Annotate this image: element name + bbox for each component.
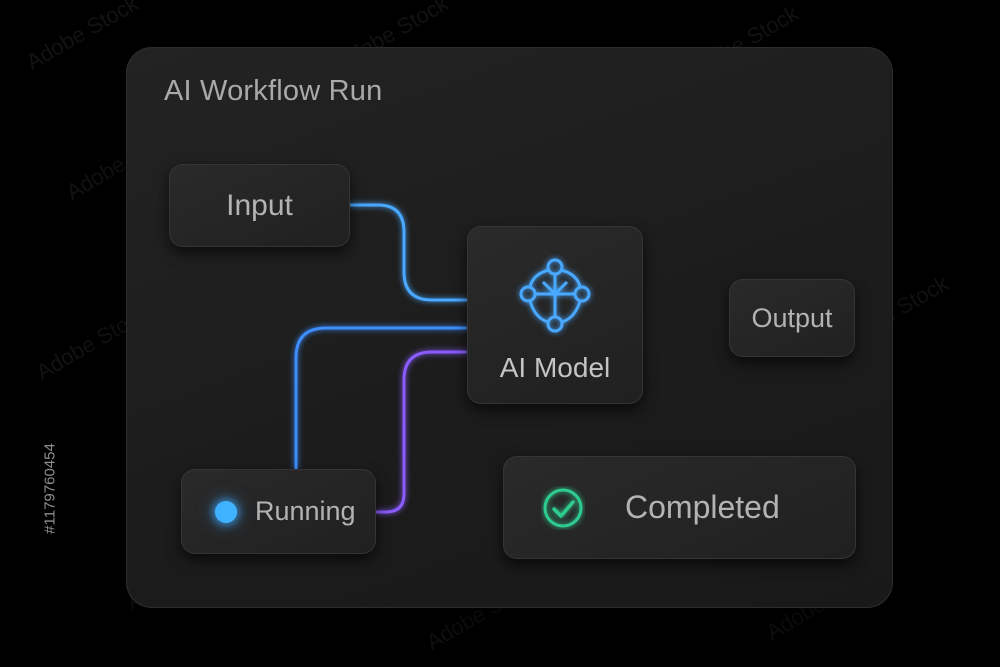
output-node-label: Output xyxy=(751,302,833,333)
output-node[interactable]: Output xyxy=(729,279,855,357)
completed-label: Completed xyxy=(625,489,780,525)
completed-status-node[interactable]: Completed xyxy=(503,456,856,559)
ai-model-label: AI Model xyxy=(499,352,611,383)
running-status-node[interactable]: Running xyxy=(181,469,376,554)
running-label: Running xyxy=(255,496,356,526)
watermark: Adobe Stock xyxy=(21,0,143,75)
watermark-id: #1179760454 xyxy=(41,443,59,534)
input-node-label: Input xyxy=(226,188,293,222)
panel-title: AI Workflow Run xyxy=(164,75,383,107)
ai-model-node[interactable]: AI Model xyxy=(467,226,643,404)
neural-network-icon xyxy=(519,258,591,333)
input-node[interactable]: Input xyxy=(169,164,350,247)
check-circle-icon xyxy=(543,488,583,527)
status-dot-icon xyxy=(215,500,237,523)
